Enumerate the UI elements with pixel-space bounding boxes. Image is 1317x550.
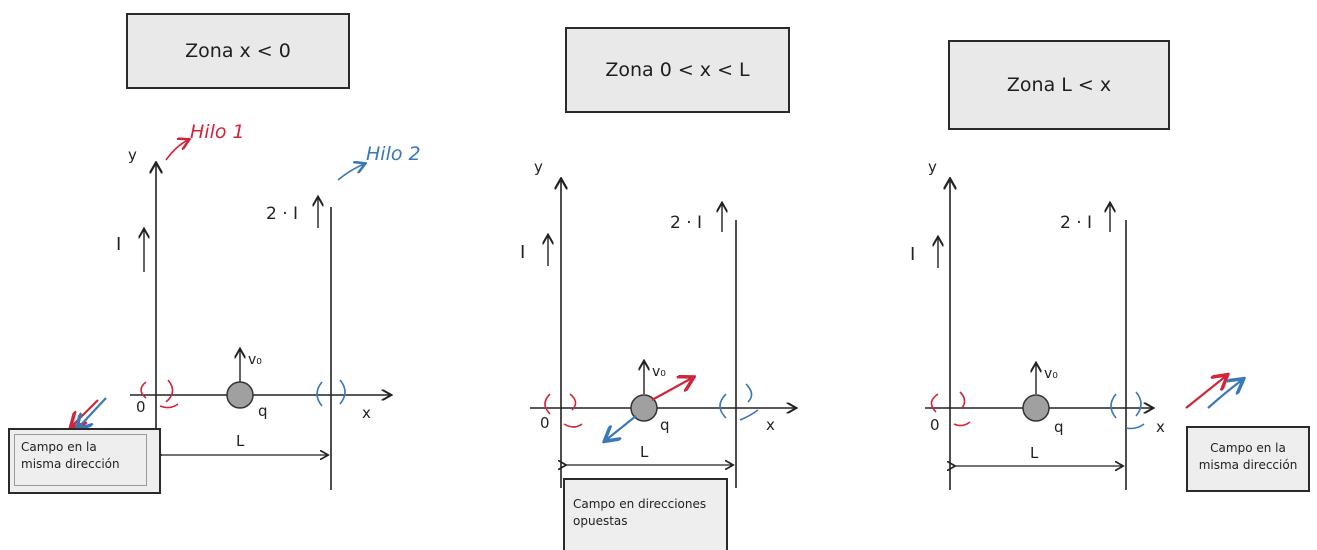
note-line: Campo en la (1210, 441, 1286, 455)
current-2-label: 2 · I (1060, 213, 1092, 233)
note-frame: Campo en la misma dirección (14, 434, 147, 486)
zone-title: Zona 0 < x < L (605, 59, 750, 81)
field-loop-wire-1 (930, 393, 939, 413)
origin-label: 0 (930, 416, 940, 434)
x-axis-label: x (362, 404, 371, 422)
current-2-label: 2 · I (266, 204, 298, 224)
zone-title-box: Zona 0 < x < L (565, 27, 790, 113)
note-line: misma dirección (21, 457, 120, 471)
field-arrow-red (651, 378, 692, 401)
note-box: Campo en la misma dirección (8, 428, 161, 494)
x-axis-label: x (766, 416, 775, 434)
field-loop-wire-2 (719, 393, 727, 419)
wire-2-tag-arrow (337, 164, 364, 181)
field-arrow-blue (1207, 380, 1242, 409)
field-loop-wire-2 (745, 383, 753, 403)
wire-1-tag-arrow (165, 140, 188, 161)
diagram-svg: Hilo 1 Hilo 2 y x 0 I 2 · I v₀ q L (0, 121, 421, 490)
field-loop-wire-2 (339, 379, 346, 405)
field-loop-wire-2 (316, 381, 323, 407)
field-loop-wire-1 (959, 391, 966, 409)
origin-label: 0 (540, 414, 550, 432)
field-loop-wire-2 (1125, 423, 1145, 430)
charge-q (226, 381, 254, 409)
current-2-label: 2 · I (670, 213, 702, 233)
zone-title-box: Zona x < 0 (126, 13, 350, 89)
note-line: misma dirección (1198, 458, 1298, 472)
field-loop-wire-2 (739, 409, 759, 421)
charge-label: q (660, 416, 670, 434)
field-loop-wire-1 (140, 381, 147, 399)
x-axis-label: x (1156, 418, 1165, 436)
field-arrow-blue (78, 397, 107, 428)
field-arrow-blue (606, 415, 637, 440)
charge-q (630, 394, 658, 422)
velocity-label: v₀ (248, 352, 262, 368)
current-1-label: I (116, 234, 121, 255)
field-loop-wire-1 (953, 421, 971, 427)
y-axis-label: y (128, 146, 137, 164)
panel-zone-left: Zona x < 0 Hil (0, 0, 430, 550)
note-line: opuestas (573, 514, 628, 528)
distance-label: L (1030, 444, 1039, 462)
charge-q (1022, 394, 1050, 422)
y-axis-label: y (928, 158, 937, 176)
field-loop-wire-1 (563, 423, 583, 428)
charge-label: q (258, 402, 268, 420)
distance-label: L (236, 432, 245, 450)
note-line: Campo en direcciones (573, 497, 707, 511)
diagram-svg: y x 0 I 2 · I v₀ q L (910, 158, 1317, 490)
field-loop-wire-1 (159, 403, 179, 409)
diagram-svg: y x 0 I 2 · I v₀ q L (520, 158, 870, 488)
y-axis-label: y (534, 158, 543, 176)
note-line: Campo en la (21, 440, 97, 454)
wire-2-tag: Hilo 2 (366, 143, 421, 165)
zone-title-box: Zona L < x (948, 40, 1170, 130)
charge-label: q (1054, 418, 1064, 436)
velocity-label: v₀ (1044, 366, 1058, 382)
field-loop-wire-1 (165, 379, 174, 403)
wire-1-tag: Hilo 1 (190, 121, 245, 143)
note-box: Campo en la misma dirección (1186, 426, 1310, 492)
zone-title: Zona x < 0 (185, 40, 291, 62)
note-box: Campo en direcciones opuestas (563, 478, 728, 550)
current-1-label: I (520, 242, 525, 263)
field-loop-wire-1 (544, 393, 551, 415)
current-1-label: I (910, 244, 915, 265)
velocity-label: v₀ (652, 364, 666, 380)
panel-zone-middle: Zona 0 < x < L y x 0 I 2 · I v₀ q L Camp… (430, 0, 870, 550)
field-arrow-red (1185, 376, 1226, 409)
zone-title: Zona L < x (1006, 74, 1112, 96)
field-loop-wire-2 (1110, 393, 1117, 419)
panel-zone-right: Zona L < x y x 0 I 2 · I v₀ q L Campo en (870, 0, 1317, 550)
field-loop-wire-2 (1135, 391, 1142, 417)
distance-label: L (640, 443, 649, 461)
field-loop-wire-1 (569, 393, 577, 411)
origin-label: 0 (136, 398, 146, 416)
